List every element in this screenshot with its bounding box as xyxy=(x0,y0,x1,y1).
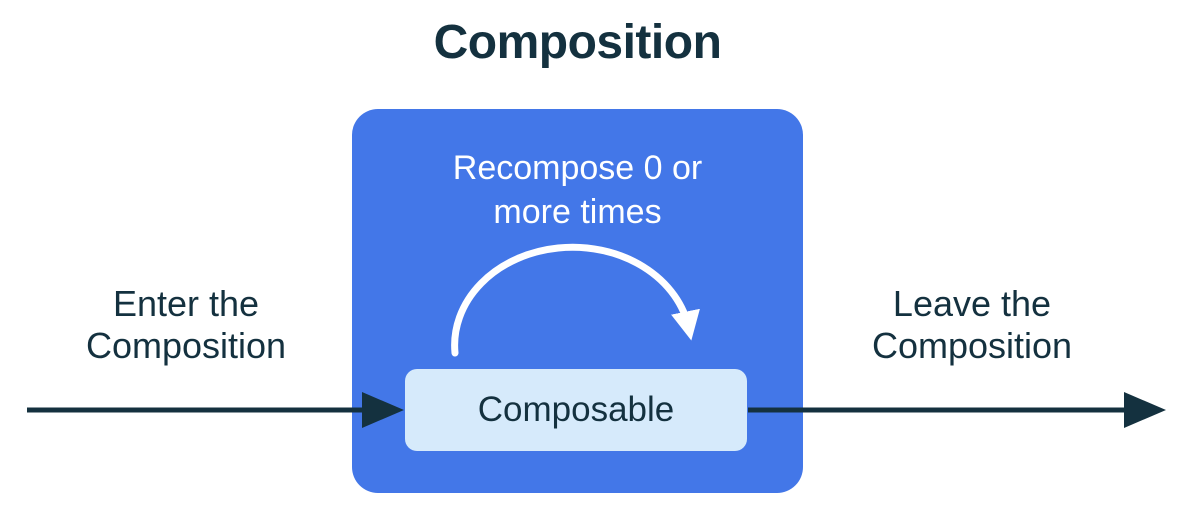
composable-label: Composable xyxy=(477,390,675,429)
page-title: Composition xyxy=(433,16,722,69)
enter-composition-label: Enter the Composition xyxy=(85,283,287,366)
leave-arrow-icon xyxy=(748,392,1166,428)
leave-composition-label: Leave the Composition xyxy=(871,283,1073,366)
composable-box: Composable xyxy=(405,369,747,451)
recompose-label: Recompose 0 or more times xyxy=(452,149,703,231)
enter-arrow-icon xyxy=(27,392,404,428)
